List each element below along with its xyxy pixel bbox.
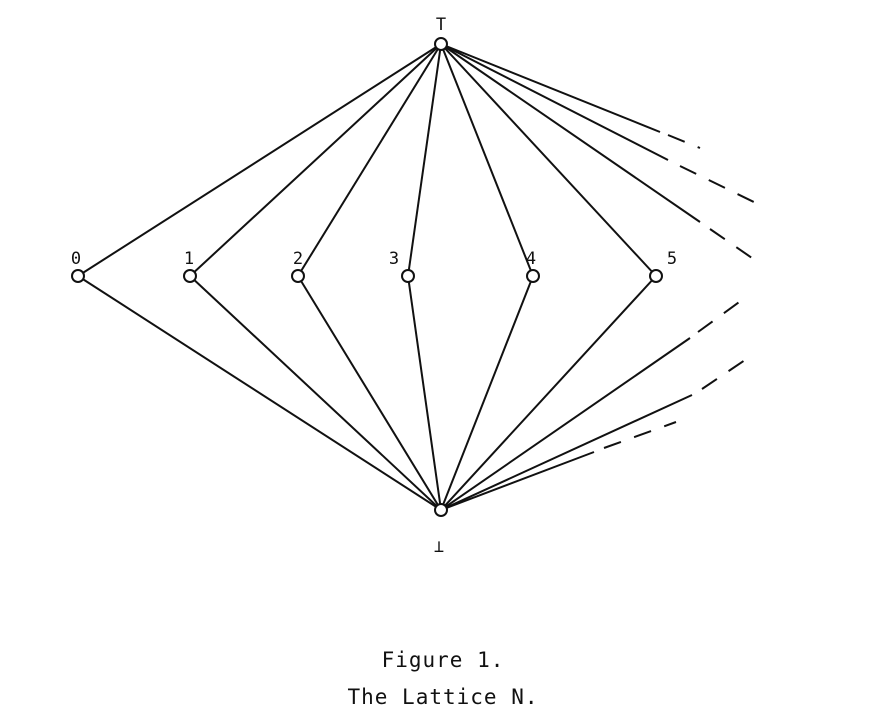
edge-atom-3-bottom <box>407 275 442 511</box>
edge-bottom-continuation-3 <box>440 451 595 511</box>
edge-top-atom-1 <box>189 43 442 277</box>
figure-caption-number: Figure 1. <box>381 648 505 672</box>
edge-top-continuation-1 <box>440 43 661 133</box>
edge-top-continuation-3 <box>440 43 701 223</box>
edge-atom-1-bottom <box>189 275 442 511</box>
figure-caption-title: The Lattice N. <box>347 685 539 709</box>
upper-dash-2 <box>679 165 761 206</box>
node-atom-5 <box>649 269 663 283</box>
upper-continuation-dashes <box>667 134 761 259</box>
node-atom-4 <box>526 269 540 283</box>
upper-edges <box>77 43 701 277</box>
node-atom-0 <box>71 269 85 283</box>
edge-bottom-continuation-2 <box>440 394 693 511</box>
edge-top-atom-5 <box>440 43 657 277</box>
lower-dash-3 <box>603 421 677 449</box>
edge-top-atom-2 <box>297 43 442 277</box>
label-atom-4: 4 <box>526 249 536 269</box>
edge-top-atom-3 <box>407 43 442 277</box>
upper-dash-3 <box>709 228 753 259</box>
edge-atom-2-bottom <box>297 275 442 511</box>
node-atom-3 <box>401 269 415 283</box>
lower-dash-2 <box>701 357 749 390</box>
lattice-labels: T 0 1 2 3 4 5 ⊥ <box>71 15 677 557</box>
edge-bottom-continuation-1 <box>440 337 691 511</box>
node-atom-2 <box>291 269 305 283</box>
lower-dash-1 <box>697 299 743 333</box>
edge-top-continuation-2 <box>440 43 669 161</box>
edge-top-atom-0 <box>77 43 442 277</box>
label-atom-2: 2 <box>293 249 303 269</box>
node-atom-1 <box>183 269 197 283</box>
label-atom-5: 5 <box>667 249 677 269</box>
lattice-nodes <box>71 37 663 517</box>
edge-atom-4-bottom <box>440 275 534 511</box>
edge-atom-5-bottom <box>440 275 657 511</box>
label-atom-1: 1 <box>184 249 194 269</box>
edge-atom-0-bottom <box>77 275 442 511</box>
label-top: T <box>436 15 446 35</box>
label-atom-0: 0 <box>71 249 81 269</box>
edge-top-atom-4 <box>440 43 534 277</box>
upper-dash-1 <box>667 134 701 149</box>
label-bottom: ⊥ <box>434 537 444 557</box>
node-bottom <box>434 503 448 517</box>
lower-continuation-dashes <box>603 299 749 449</box>
label-atom-3: 3 <box>389 249 399 269</box>
lower-edges <box>77 275 693 511</box>
node-top <box>434 37 448 51</box>
